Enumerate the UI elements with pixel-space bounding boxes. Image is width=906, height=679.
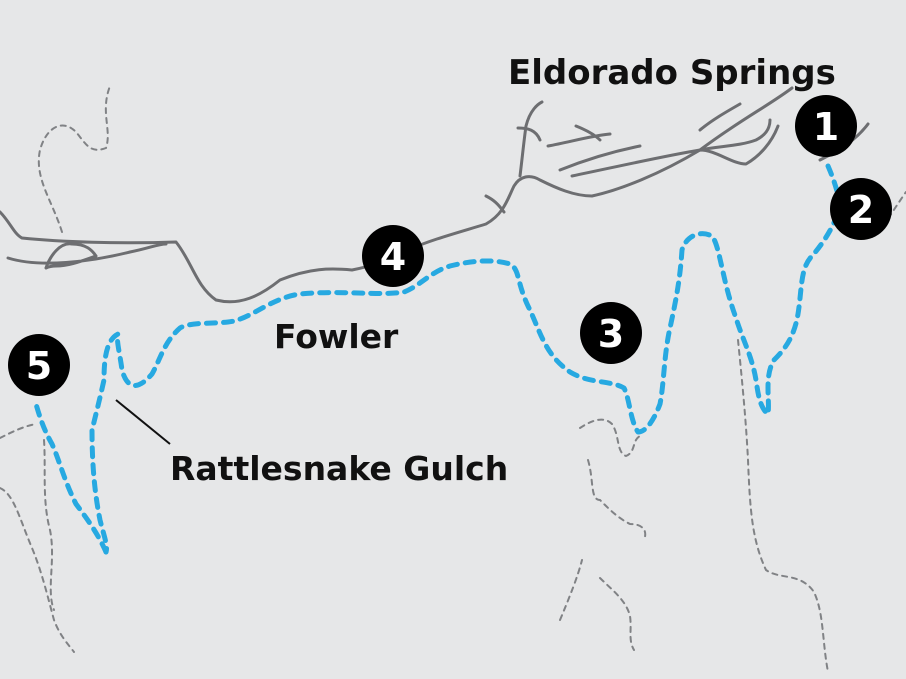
town-label: Eldorado Springs (508, 53, 836, 93)
other-trail-south-center (559, 418, 647, 651)
route (33, 163, 843, 555)
marker-3-label: 3 (598, 312, 624, 356)
other-trails (0, 85, 906, 673)
rattlesnake-gulch-label: Rattlesnake Gulch (170, 449, 508, 488)
marker-5-label: 5 (26, 344, 52, 388)
route-fowler (89, 163, 843, 555)
fowler-trail-label: Fowler (274, 317, 399, 356)
marker-4-label: 4 (380, 235, 406, 279)
town-road-a (516, 100, 544, 178)
other-trail-northwest (37, 85, 111, 233)
marker-2-label: 2 (848, 188, 874, 232)
marker-4[interactable]: 4 (362, 225, 424, 287)
road-spur (484, 194, 506, 214)
other-trail-west-inner (43, 439, 55, 611)
marker-3-circle (580, 302, 642, 364)
secondary-road (6, 242, 168, 270)
marker-1[interactable]: 1 (795, 95, 857, 157)
town-road-c (570, 118, 780, 178)
marker-1-label: 1 (813, 105, 839, 149)
marker-5[interactable]: 5 (8, 334, 70, 396)
route-rattlesnake (33, 401, 109, 555)
marker-5-circle (8, 334, 70, 396)
marker-3[interactable]: 3 (580, 302, 642, 364)
other-trail-west-edge (0, 423, 75, 653)
marker-4-circle (362, 225, 424, 287)
roads (0, 86, 870, 304)
marker-1-circle (795, 95, 857, 157)
rattlesnake-leader-line (115, 399, 171, 445)
other-trail-south-east (737, 339, 829, 673)
town-road-b (546, 124, 642, 172)
marker-2-circle (830, 178, 892, 240)
marker-2[interactable]: 2 (830, 178, 892, 240)
